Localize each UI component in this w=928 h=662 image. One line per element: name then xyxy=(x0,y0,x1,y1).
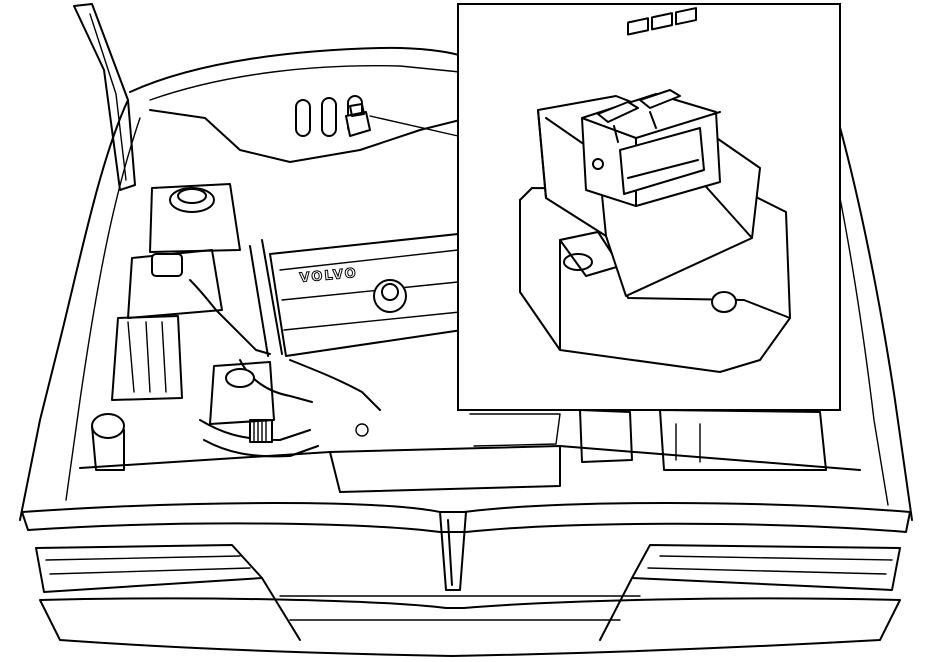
cowl xyxy=(130,48,462,92)
callout-line xyxy=(370,116,458,136)
engine-logo: VOLVO xyxy=(299,265,359,286)
hose-clamp xyxy=(250,420,272,442)
right-fender xyxy=(838,120,912,520)
svg-text:VOLVO: VOLVO xyxy=(299,266,358,286)
power-steering-reservoir xyxy=(210,362,274,424)
radiator-support xyxy=(80,446,860,470)
hood-panel xyxy=(74,4,135,190)
engine-components: VOLVO xyxy=(80,184,860,492)
grille-right xyxy=(632,545,900,590)
battery xyxy=(112,316,182,400)
cowl-vent xyxy=(296,100,310,136)
washer-reservoir xyxy=(150,184,240,252)
brake-fluid-reservoir xyxy=(92,414,124,438)
firewall-sensor xyxy=(346,112,370,136)
coolant-tank xyxy=(128,250,222,318)
connector-screw xyxy=(593,159,603,169)
left-fender xyxy=(20,100,128,520)
front-bumper xyxy=(22,503,910,656)
lower-hose xyxy=(200,420,310,440)
detail-inset xyxy=(458,4,840,410)
bumper-top xyxy=(22,503,910,512)
sensor-connector xyxy=(582,8,720,206)
grille-emblem xyxy=(440,512,466,590)
lower-apron xyxy=(40,598,900,656)
connector-pin xyxy=(628,18,648,34)
intake-hose xyxy=(290,360,380,410)
sensor-mount-hole xyxy=(712,292,736,312)
air-filter-housing xyxy=(660,410,826,470)
